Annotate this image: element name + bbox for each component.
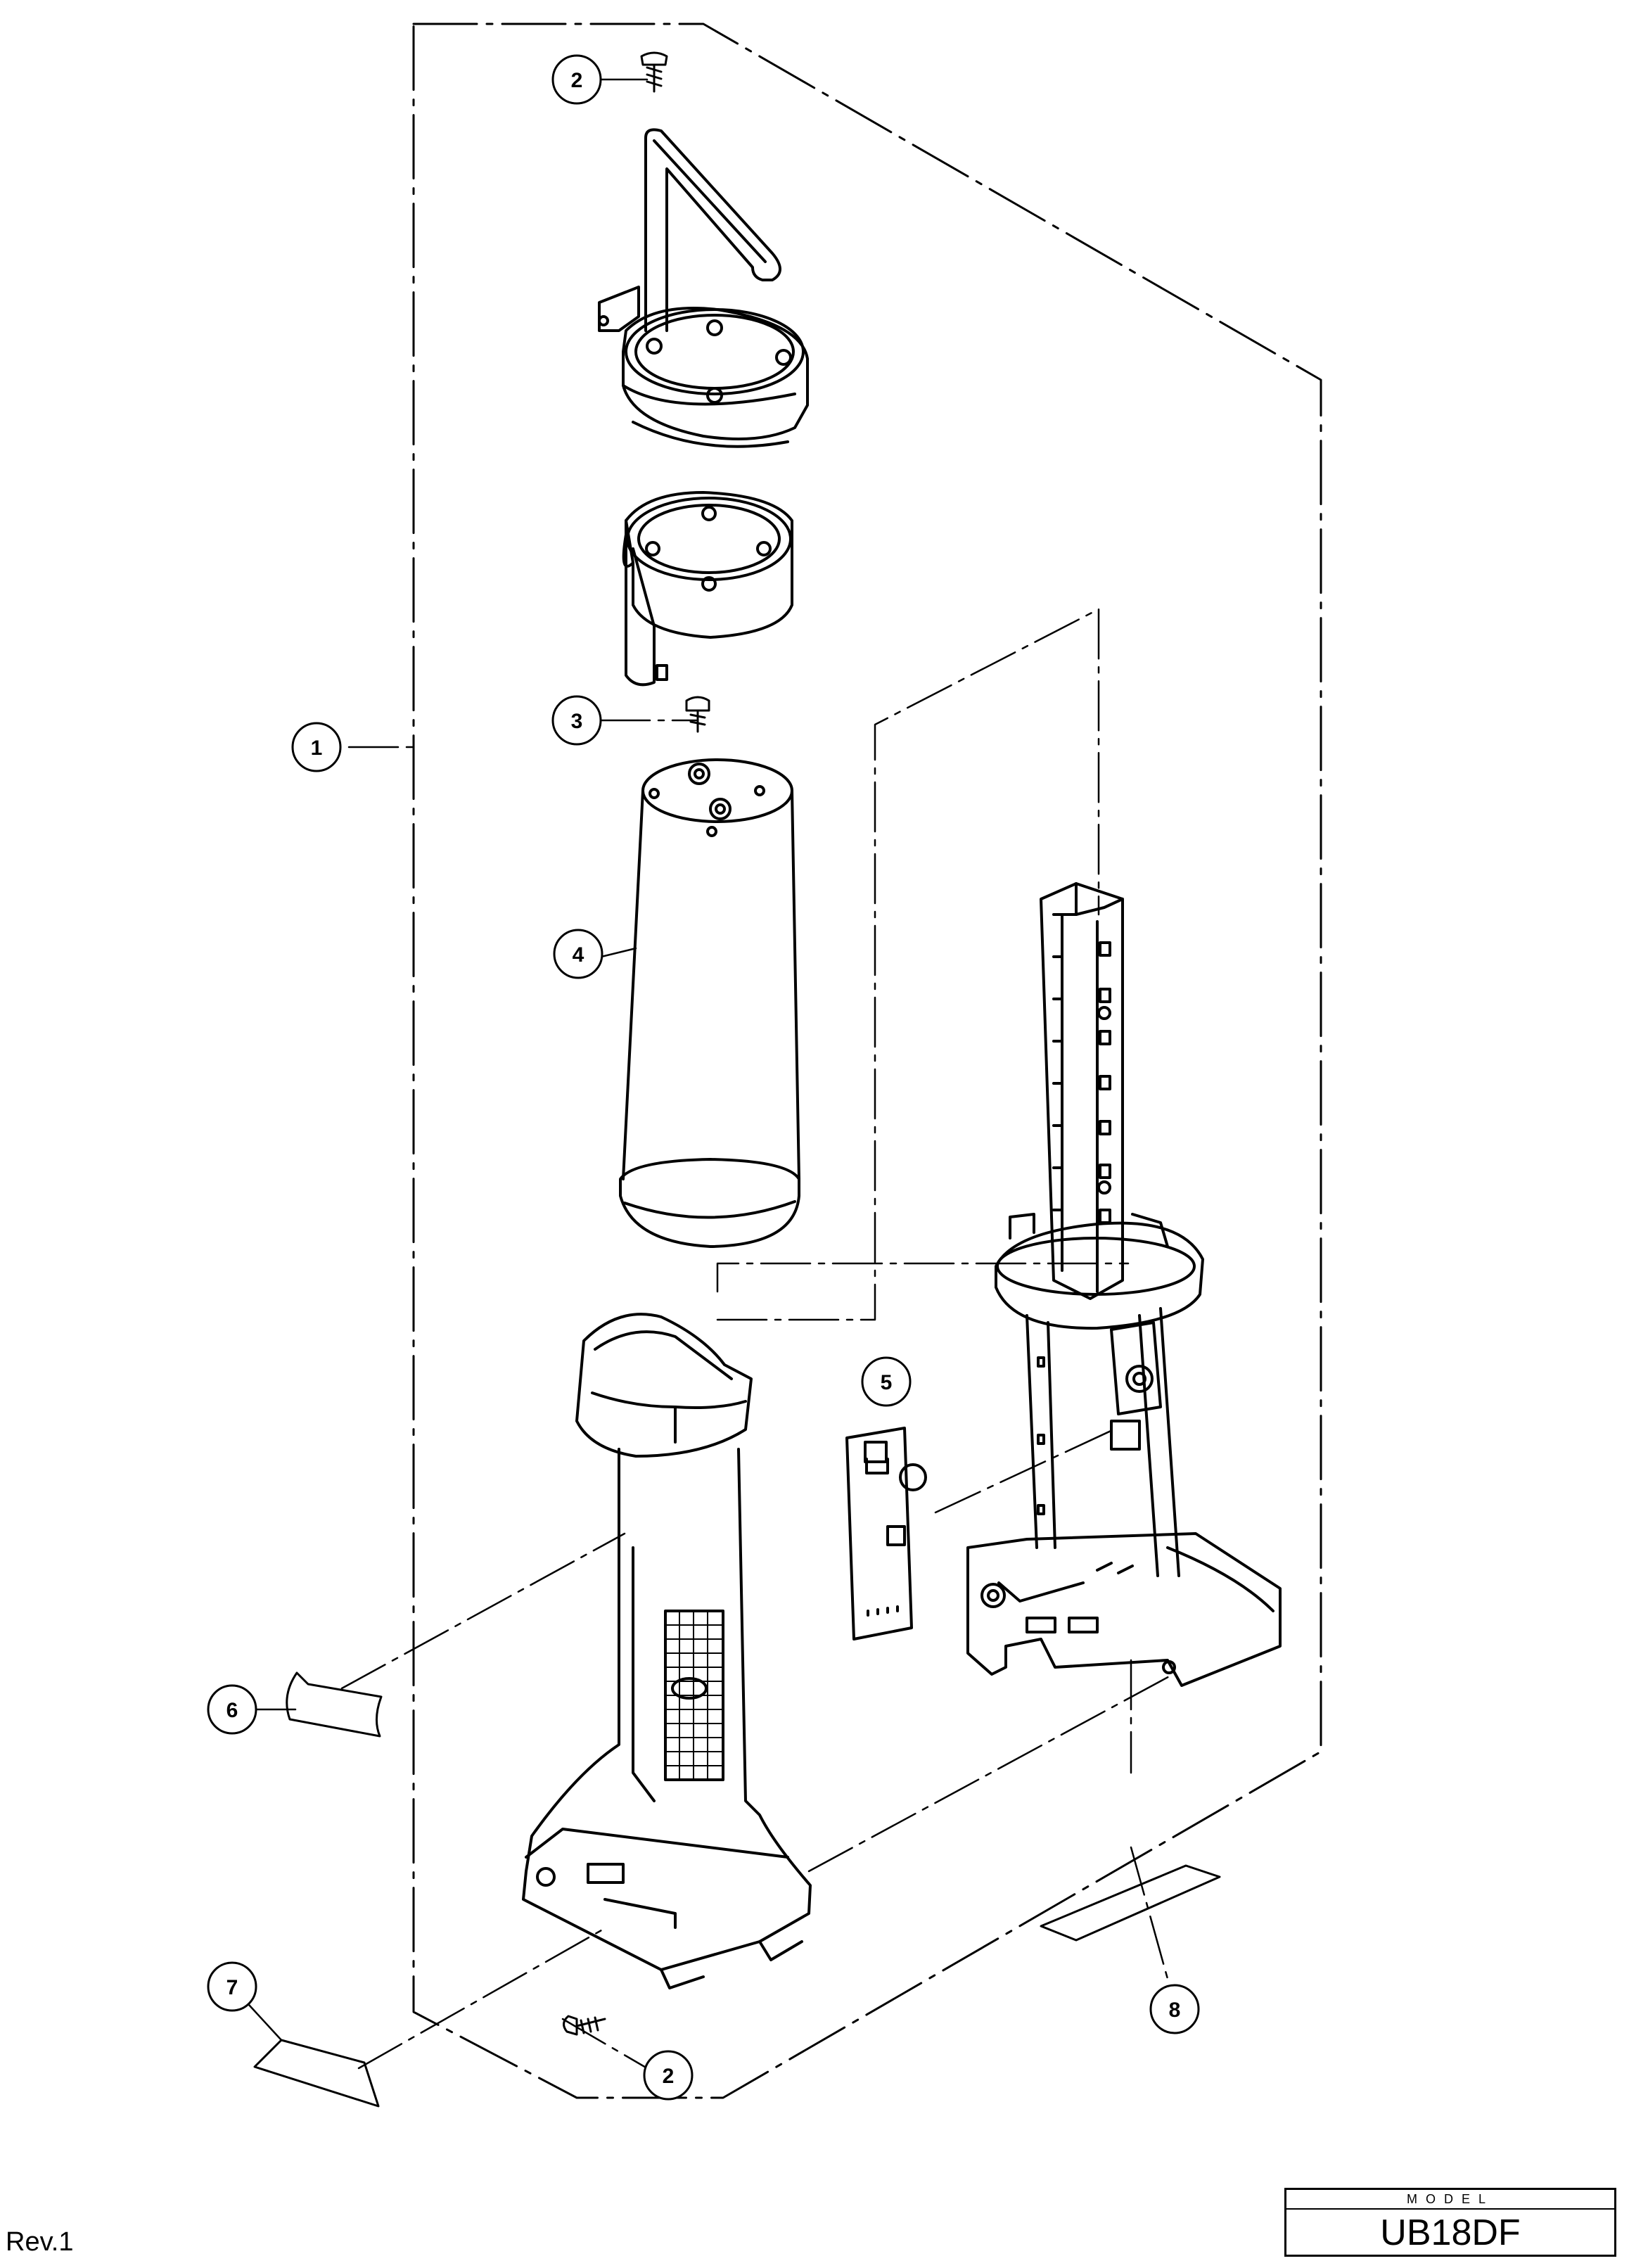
callout-6: 6	[207, 1684, 257, 1735]
callout-4: 4	[553, 929, 603, 979]
callout-5: 5	[861, 1356, 912, 1407]
revision-label: Rev.1	[6, 2227, 74, 2257]
callout-label: 4	[573, 943, 584, 967]
callout-7: 7	[207, 1961, 257, 2012]
handle-housing	[522, 1313, 812, 1989]
callout-2-bottom: 2	[643, 2050, 694, 2101]
screw-top	[640, 51, 668, 93]
callout-label: 7	[226, 1976, 238, 1999]
callout-8: 8	[1149, 1984, 1200, 2034]
callout-label: 8	[1169, 1999, 1181, 2022]
callout-label: 2	[663, 2065, 675, 2088]
screw-3	[685, 696, 710, 733]
model-label: MODEL	[1286, 2190, 1614, 2210]
cylinder-cover	[619, 758, 800, 1248]
callout-label: 3	[571, 710, 583, 733]
inner-collar	[622, 491, 793, 687]
screw-bottom	[563, 2015, 606, 2036]
callout-label: 1	[311, 737, 323, 760]
assembly-boundary	[412, 23, 1322, 2099]
callout-label: 6	[226, 1699, 238, 1722]
label-7	[253, 2039, 380, 2108]
callout-2-top: 2	[551, 54, 602, 105]
top-cap	[598, 286, 809, 448]
leader-lines	[340, 78, 1175, 2070]
handle-loop	[644, 128, 781, 332]
callout-label: 5	[881, 1371, 893, 1394]
lamp-frame-assembly	[966, 882, 1282, 1687]
callout-3: 3	[551, 695, 602, 746]
model-value: UB18DF	[1380, 2212, 1521, 2253]
label-8	[1040, 1864, 1221, 1942]
callout-1: 1	[291, 722, 342, 772]
callout-label: 2	[571, 69, 583, 92]
leader-7-stub	[248, 2003, 283, 2041]
model-box: MODEL UB18DF	[1284, 2188, 1616, 2257]
label-6	[286, 1671, 383, 1738]
pcb-board	[845, 1427, 927, 1641]
